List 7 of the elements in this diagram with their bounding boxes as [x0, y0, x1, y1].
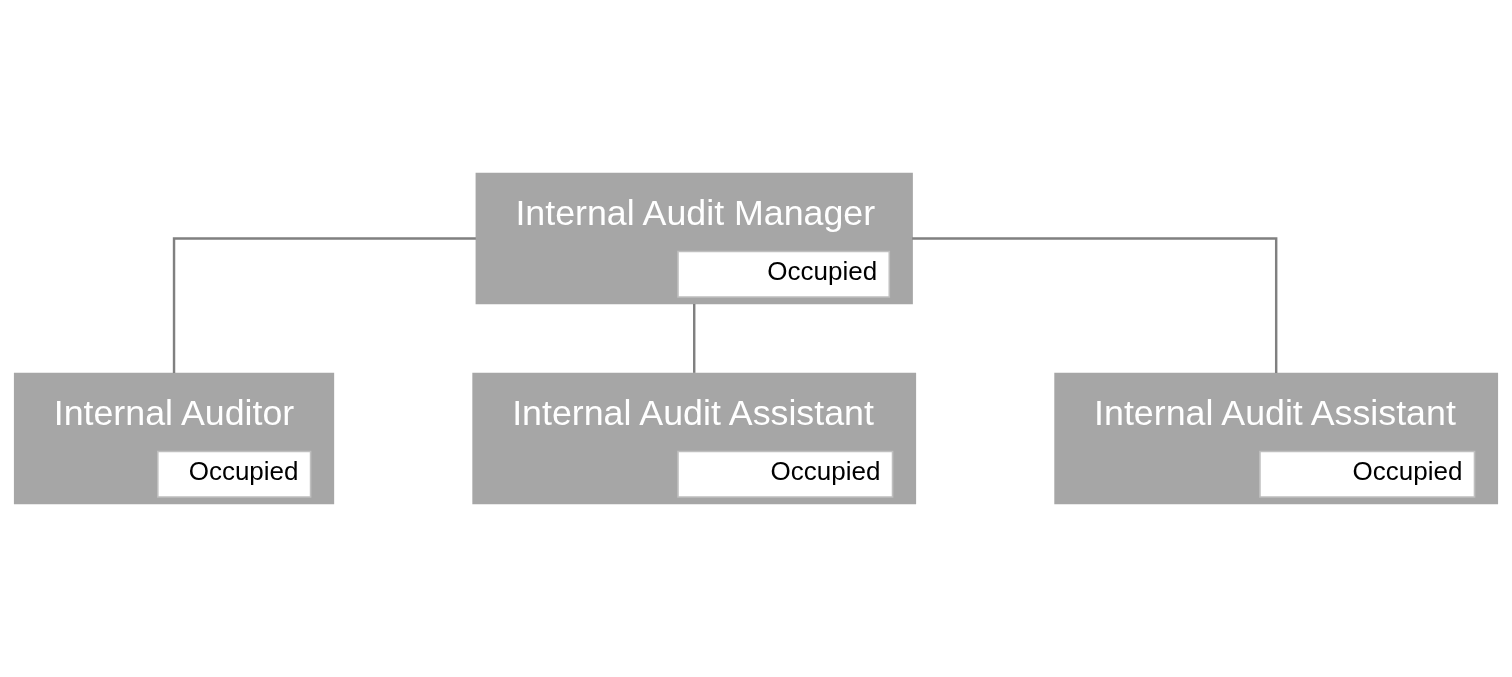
- connector: [912, 237, 1278, 373]
- node-box: Internal Audit Assistant Occupied: [472, 372, 917, 505]
- node-box: Internal Audit Manager Occupied: [475, 172, 913, 305]
- connector: [693, 304, 696, 373]
- node-box: Internal Audit Assistant Occupied: [1054, 372, 1499, 505]
- node-box: Internal Auditor Occupied: [13, 372, 335, 505]
- connector: [172, 237, 476, 373]
